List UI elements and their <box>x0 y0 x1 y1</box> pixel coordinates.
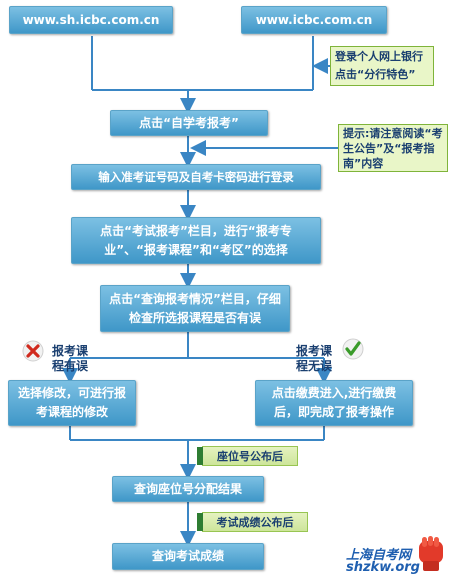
red-x-icon <box>22 340 44 362</box>
green-check-icon <box>342 338 364 360</box>
branch-label-correct-text: 报考课程无误 <box>296 344 333 373</box>
login-branch-note: 登录个人网上银行点击“分行特色” <box>330 46 434 86</box>
tag-seat-bar <box>197 447 203 465</box>
tip-note-text: 提示:请注意阅读“考生公告”及“报考指南”内容 <box>343 127 443 170</box>
tag-score-published: 考试成绩公布后 <box>197 512 308 532</box>
step-select-exam[interactable]: 点击“考试报考”栏目，进行“报考专业”、“报考课程”和“考区”的选择 <box>71 217 321 264</box>
url-right-text: www.icbc.com.cn <box>255 12 373 27</box>
step-enter-credentials[interactable]: 输入准考证号码及自考卡密码进行登录 <box>71 164 321 190</box>
tag-score-text: 考试成绩公布后 <box>216 516 294 529</box>
watermark-cn-text: 上海自考网 <box>346 548 412 563</box>
branch-label-correct: 报考课程无误 <box>296 344 332 374</box>
branch-label-error-text: 报考课程有误 <box>52 344 89 373</box>
watermark-url: shzkw.org <box>346 560 420 575</box>
step-check-status-text: 点击“查询报考情况”栏目，仔细检查所选报课程是否有误 <box>109 291 281 325</box>
step-score-query[interactable]: 查询考试成绩 <box>112 543 264 570</box>
branch-label-error: 报考课程有误 <box>52 344 88 374</box>
url-box-left[interactable]: www.sh.icbc.com.cn <box>9 6 173 34</box>
step-seat-query[interactable]: 查询座位号分配结果 <box>112 476 264 502</box>
step-self-study-text: 点击“自学考报考” <box>139 115 239 130</box>
step-select-exam-text: 点击“考试报考”栏目，进行“报考专业”、“报考课程”和“考区”的选择 <box>100 223 292 257</box>
tag-seat-text: 座位号公布后 <box>217 450 283 463</box>
step-score-query-text: 查询考试成绩 <box>151 549 224 563</box>
step-seat-query-text: 查询座位号分配结果 <box>133 481 242 496</box>
step-self-study[interactable]: 点击“自学考报考” <box>110 110 268 136</box>
step-enter-credentials-text: 输入准考证号码及自考卡密码进行登录 <box>98 169 294 184</box>
step-modify[interactable]: 选择修改，可进行报考课程的修改 <box>8 380 136 426</box>
step-pay-text: 点击缴费进入,进行缴费后，即完成了报考操作 <box>271 386 397 419</box>
url-box-right[interactable]: www.icbc.com.cn <box>241 6 387 34</box>
fist-logo-icon <box>419 536 443 571</box>
url-left-text: www.sh.icbc.com.cn <box>22 12 160 27</box>
step-check-status[interactable]: 点击“查询报考情况”栏目，仔细检查所选报课程是否有误 <box>100 285 290 332</box>
tip-note: 提示:请注意阅读“考生公告”及“报考指南”内容 <box>338 124 448 172</box>
watermark-cn: 上海自考网 <box>346 544 411 563</box>
login-branch-note-text: 登录个人网上银行点击“分行特色” <box>335 50 423 81</box>
step-pay[interactable]: 点击缴费进入,进行缴费后，即完成了报考操作 <box>255 380 413 426</box>
watermark-url-text: shzkw.org <box>346 560 420 575</box>
step-modify-text: 选择修改，可进行报考课程的修改 <box>17 386 126 419</box>
tag-seat-published: 座位号公布后 <box>197 446 298 466</box>
tag-score-bar <box>197 513 203 531</box>
